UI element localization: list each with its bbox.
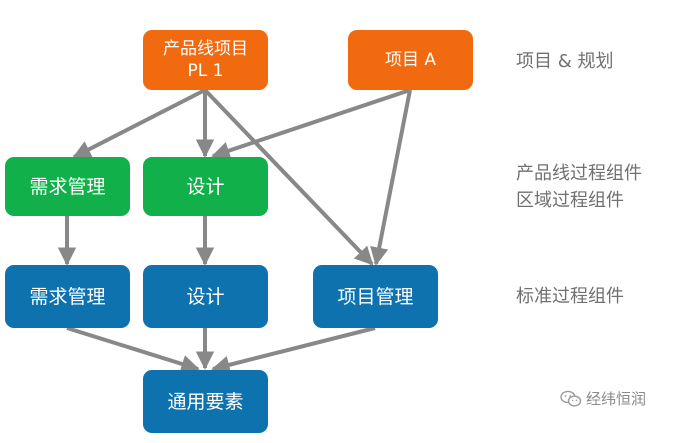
node-product-line-project: 产品线项目 PL 1: [143, 30, 268, 90]
node-project-management-label: 项目管理: [337, 285, 414, 308]
arrow-blue-pm-to-common: [211, 326, 376, 374]
node-project-a: 项目 A: [348, 30, 473, 90]
arrow-pl1-to-blue-pm: [203, 88, 374, 266]
arrow-blue-req-to-common: [66, 326, 200, 373]
node-common-elements-label: 通用要素: [167, 390, 244, 413]
node-requirements-blue: 需求管理: [5, 265, 130, 328]
node-design-green: 设计: [143, 157, 268, 216]
node-common-elements: 通用要素: [143, 370, 268, 433]
wechat-icon: [560, 390, 582, 407]
tier-label-projects: 项目 & 规划: [516, 48, 613, 75]
node-design-green-label: 设计: [186, 175, 225, 198]
tier-label-product-line: 产品线过程组件 区域过程组件: [516, 160, 642, 214]
arrow-proja-to-green-design: [211, 88, 411, 160]
arrow-proja-to-blue-pm: [370, 89, 412, 266]
node-design-blue-label: 设计: [186, 285, 225, 308]
tier-label-standard: 标准过程组件: [516, 283, 624, 310]
node-project-management: 项目管理: [313, 265, 438, 328]
watermark: 经纬恒润: [560, 388, 646, 409]
node-requirements-green-label: 需求管理: [29, 175, 106, 198]
tier-label-standard-text: 标准过程组件: [516, 286, 624, 307]
node-design-blue: 设计: [143, 265, 268, 328]
arrow-pl1-to-green-req: [72, 88, 206, 159]
tier-label-projects-text: 项目 & 规划: [516, 51, 614, 72]
node-project-a-label: 项目 A: [384, 50, 437, 70]
node-product-line-project-code: PL 1: [187, 61, 224, 81]
watermark-text: 经纬恒润: [586, 390, 647, 408]
tier-label-product-line-text-2: 区域过程组件: [516, 190, 624, 211]
node-product-line-project-title: 产品线项目: [163, 39, 248, 59]
node-requirements-green: 需求管理: [5, 157, 130, 216]
node-requirements-blue-label: 需求管理: [29, 285, 106, 308]
tier-label-product-line-text-1: 产品线过程组件: [516, 163, 642, 184]
